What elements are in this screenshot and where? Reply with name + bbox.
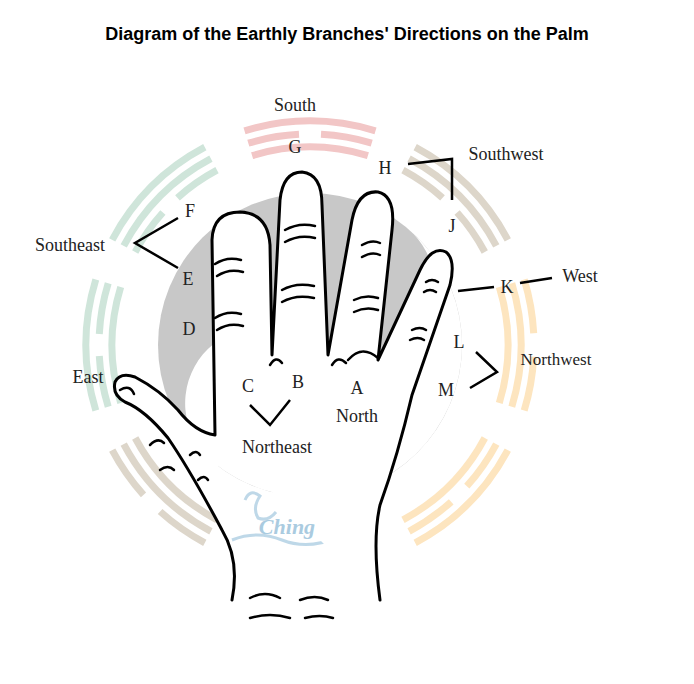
direction-label: L — [454, 333, 465, 351]
direction-label: F — [185, 202, 195, 220]
trigram-arc — [160, 512, 205, 543]
trigram-arc — [499, 287, 508, 403]
trigram-arc — [112, 450, 143, 495]
trigram-arc — [524, 280, 534, 334]
trigram-arc — [245, 121, 376, 131]
direction-label: A — [351, 379, 364, 397]
direction-label: Northeast — [242, 438, 312, 456]
direction-label: North — [336, 407, 378, 425]
direction-label: D — [183, 320, 196, 338]
trigram-arc — [252, 147, 368, 156]
direction-label: Northwest — [521, 351, 592, 368]
direction-label: J — [448, 217, 455, 235]
trigram-arc — [321, 134, 372, 143]
trigram-arc — [512, 283, 521, 406]
direction-label: M — [438, 381, 454, 399]
direction-label: West — [562, 267, 598, 285]
direction-label: B — [292, 373, 304, 391]
direction-label: H — [379, 159, 392, 177]
watermark: Ching — [259, 516, 315, 538]
direction-label: C — [242, 377, 254, 395]
diagram-title: Diagram of the Earthly Branches' Directi… — [0, 24, 694, 45]
trigram-arc — [86, 280, 96, 411]
direction-label: Southeast — [35, 236, 105, 254]
trigram-arc — [112, 147, 205, 240]
trigram-arc — [99, 283, 108, 334]
direction-label: G — [289, 138, 302, 156]
direction-label: East — [73, 368, 104, 386]
direction-label: E — [183, 270, 194, 288]
direction-label: South — [274, 96, 316, 114]
trigram-arc — [415, 450, 508, 543]
direction-label: K — [501, 278, 514, 296]
direction-label: Southwest — [468, 145, 543, 163]
